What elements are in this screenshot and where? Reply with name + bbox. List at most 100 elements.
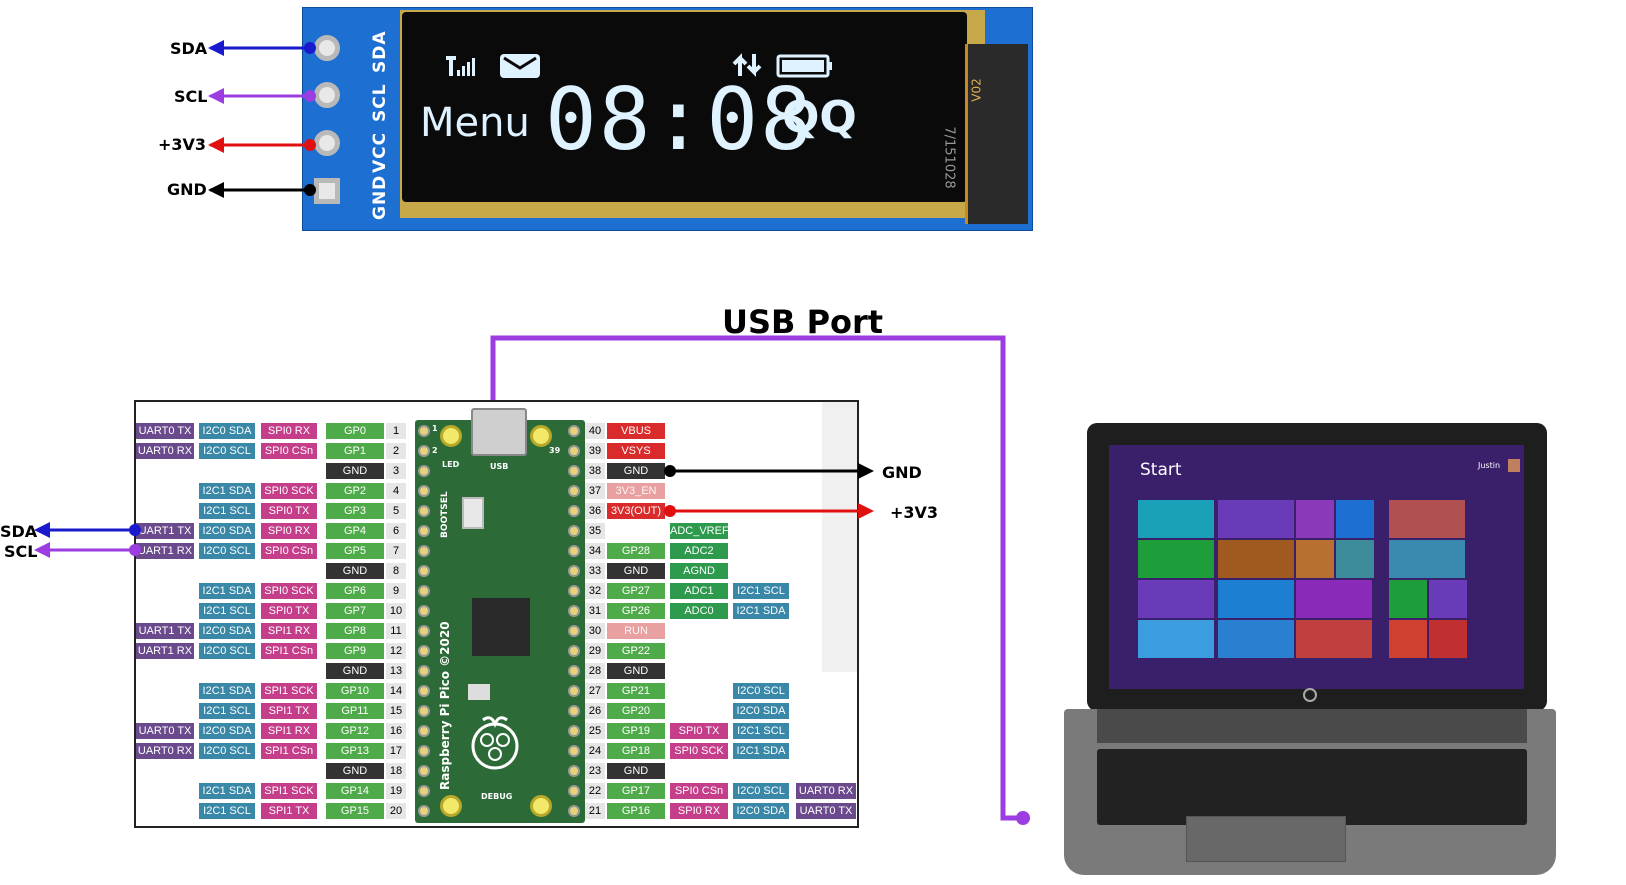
pin-number: 24 — [585, 743, 605, 759]
pico-left-wires — [34, 522, 141, 558]
oled-pad-vcc — [314, 130, 340, 156]
oled-serial-text: 7/151028 — [941, 126, 957, 189]
pin-hole — [418, 685, 430, 697]
i2c-tag: I2C0 SDA — [733, 803, 789, 819]
mount-hole — [440, 795, 462, 817]
uart-tag: UART0 TX — [796, 803, 856, 819]
signal-icon — [446, 56, 475, 76]
pin-number: 7 — [386, 543, 406, 559]
pin-hole — [568, 485, 580, 497]
usb-label: USB — [490, 462, 509, 471]
sda-wire-pico — [34, 522, 141, 538]
gpio-tag: GP4 — [326, 523, 384, 539]
pin-hole — [418, 585, 430, 597]
bootsel-label: BOOTSEL — [440, 491, 450, 538]
pin-number: 19 — [386, 783, 406, 799]
pin-number: 14 — [386, 683, 406, 699]
pico-sda-label: SDA — [0, 522, 38, 541]
pin-hole — [418, 625, 430, 637]
pin-hole — [568, 745, 580, 757]
gpio-tag: GP0 — [326, 423, 384, 439]
main-pin-tag: GND — [607, 763, 665, 779]
pin-number: 18 — [386, 763, 406, 779]
pin-hole — [568, 545, 580, 557]
start-tile — [1296, 580, 1372, 618]
uart-tag: UART0 RX — [136, 743, 194, 759]
spi-tag: SPI1 CSn — [261, 743, 317, 759]
spi-tag: SPI1 SCK — [261, 783, 317, 799]
pin-number: 27 — [585, 683, 605, 699]
i2c-tag: I2C0 SCL — [733, 683, 789, 699]
spi-tag: SPI0 TX — [261, 603, 317, 619]
spi-tag: SPI1 RX — [261, 623, 317, 639]
i2c-tag: I2C0 SCL — [199, 543, 255, 559]
gpio-tag: GP11 — [326, 703, 384, 719]
uart-tag: UART1 TX — [136, 523, 194, 539]
main-pin-tag: GP19 — [607, 723, 665, 739]
main-pin-tag: VBUS — [607, 423, 665, 439]
main-pin-tag: GP20 — [607, 703, 665, 719]
pin-hole — [568, 725, 580, 737]
oled-time-text: 08:08 — [545, 70, 814, 170]
pin-hole — [418, 805, 430, 817]
led-label: LED — [442, 460, 460, 469]
pin-hole — [568, 425, 580, 437]
pin-number: 32 — [585, 583, 605, 599]
pin-hole — [568, 665, 580, 677]
pin-number: 8 — [386, 563, 406, 579]
pin-number: 3 — [386, 463, 406, 479]
uart-tag: UART1 TX — [136, 623, 194, 639]
main-pin-tag: GND — [607, 663, 665, 679]
main-pin-tag: GP21 — [607, 683, 665, 699]
pin-hole — [568, 585, 580, 597]
start-tile — [1138, 540, 1214, 578]
gnd-tag: GND — [326, 463, 384, 479]
pin-number: 11 — [386, 623, 406, 639]
usb-port-title: USB Port — [722, 303, 884, 341]
pin-hole — [418, 765, 430, 777]
i2c-tag: I2C1 SCL — [199, 703, 255, 719]
gpio-tag: GP9 — [326, 643, 384, 659]
pin-hole — [568, 465, 580, 477]
start-tile — [1218, 580, 1294, 618]
pin-hole — [418, 745, 430, 757]
pin-number: 30 — [585, 623, 605, 639]
pin-hole — [568, 605, 580, 617]
wire-label-gnd: GND — [167, 180, 207, 199]
i2c-tag: I2C0 SDA — [199, 423, 255, 439]
i2c-tag: I2C0 SDA — [733, 703, 789, 719]
pin-hole — [418, 465, 430, 477]
pico-gnd-label: GND — [882, 463, 922, 482]
oled-pad-scl — [314, 82, 340, 108]
uart-tag: UART0 RX — [796, 783, 856, 799]
adc-tag: ADC2 — [670, 543, 728, 559]
adc-tag: ADC0 — [670, 603, 728, 619]
spi-tag: SPI0 CSn — [261, 443, 317, 459]
pin-number: 21 — [585, 803, 605, 819]
oled-pad-gnd — [314, 178, 340, 204]
start-tile — [1138, 620, 1214, 658]
message-icon — [500, 54, 540, 78]
pin-hole — [418, 665, 430, 677]
oled-pad-sda — [314, 35, 340, 61]
gpio-tag: GP8 — [326, 623, 384, 639]
sda-wire — [208, 40, 316, 56]
spi-tag: SPI0 RX — [261, 523, 317, 539]
pin-number: 2 — [386, 443, 406, 459]
pin-number: 9 — [386, 583, 406, 599]
pico-scl-label: SCL — [4, 542, 38, 561]
main-pin-tag: GND — [607, 463, 665, 479]
oled-display — [402, 12, 967, 202]
main-pin-tag: 3V3_EN — [607, 483, 665, 499]
start-tile — [1336, 500, 1374, 538]
rp2040-chip — [472, 598, 530, 656]
start-tile — [1296, 620, 1372, 658]
spi-tag: SPI0 RX — [670, 803, 728, 819]
pin-hole — [568, 645, 580, 657]
pin-number: 28 — [585, 663, 605, 679]
v33-wire-pico — [664, 503, 874, 519]
pin39-marker: 39 — [549, 446, 561, 455]
main-pin-tag: GP18 — [607, 743, 665, 759]
spi-tag: SPI1 TX — [261, 803, 317, 819]
pin-hole — [568, 685, 580, 697]
